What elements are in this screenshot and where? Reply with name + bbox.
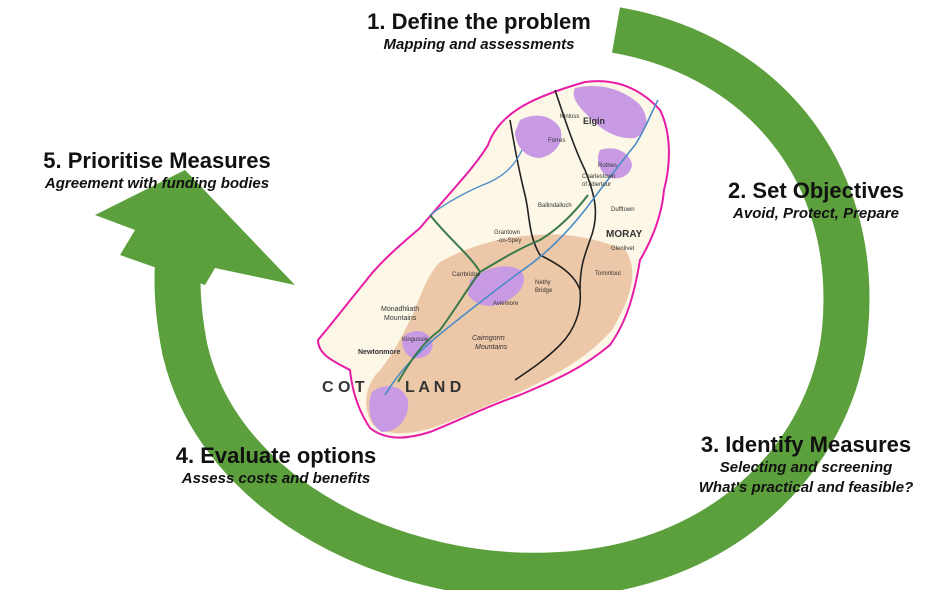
map-flood-area-south xyxy=(369,386,409,432)
step-4-title: 4. Evaluate options xyxy=(175,443,377,468)
cycle-arrow-head xyxy=(95,170,295,285)
cycle-arrow-band xyxy=(154,7,870,590)
map-road-a9 xyxy=(397,214,482,383)
map-upland-area xyxy=(366,234,633,434)
map-label-bridge: Bridge xyxy=(535,288,553,294)
map-label-kingussie: Kingussie xyxy=(402,337,429,343)
step-5-title: 5. Prioritise Measures xyxy=(43,148,271,173)
map-label-cairngorm-mountains: Mountains xyxy=(475,344,508,351)
map-label-aviemore: Aviemore xyxy=(493,301,519,307)
step-1: 1. Define the problem Mapping and assess… xyxy=(348,9,610,55)
step-4: 4. Evaluate options Assess costs and ben… xyxy=(150,443,402,489)
step-5: 5. Prioritise Measures Agreement with fu… xyxy=(12,148,302,194)
map-flood-area-kingussie xyxy=(402,330,433,359)
map-flood-area-forres xyxy=(515,115,562,158)
map-label-elgin: Elgin xyxy=(583,116,605,126)
step-3: 3. Identify Measures Selecting and scree… xyxy=(672,432,940,498)
map-label-of-aberlour: of Aberlour xyxy=(582,182,611,188)
map-label-tomintoul: Tomintoul xyxy=(595,271,621,277)
step-3-title: 3. Identify Measures xyxy=(700,432,912,457)
step-2-subtitle: Avoid, Protect, Prepare xyxy=(733,205,899,222)
map-label-moray: MORAY xyxy=(606,229,643,240)
map-label-charlestown: Charlestown xyxy=(582,174,615,180)
map-label-cairngorm: Cairngorm xyxy=(472,335,505,342)
step-5-subtitle: Agreement with funding bodies xyxy=(44,175,270,192)
map-label-ballindalloch: Ballindalloch xyxy=(538,203,572,209)
map-region-boundary xyxy=(509,119,582,381)
map-label-dufftown: Dufftown xyxy=(611,207,635,213)
map-river-spey xyxy=(384,99,659,396)
catchment-map: Elgin Kinloss Forres Rothes Charlestown … xyxy=(316,80,670,439)
map-flood-area-spey xyxy=(468,266,525,306)
map-river-findhorn xyxy=(429,149,523,216)
map-label-newtonmore: Newtonmore xyxy=(358,349,401,356)
map-label-monadhliath: Monadhliath xyxy=(381,306,419,313)
step-3-subtitle-2: What's practical and feasible? xyxy=(698,479,914,496)
map-label-rothes: Rothes xyxy=(598,163,617,169)
map-flood-area-elgin xyxy=(573,85,647,139)
map-label-mountains-west: Mountains xyxy=(384,315,417,322)
step-2: 2. Set Objectives Avoid, Protect, Prepar… xyxy=(702,178,930,224)
cycle-arrow xyxy=(95,7,870,590)
step-2-title: 2. Set Objectives xyxy=(727,178,905,203)
step-1-title: 1. Define the problem xyxy=(367,9,591,34)
step-1-subtitle: Mapping and assessments xyxy=(383,36,575,53)
map-label-glenlivet: Glenlivet xyxy=(611,246,635,252)
map-flood-area-ne xyxy=(597,148,632,179)
step-3-subtitle: Selecting and screening xyxy=(719,459,893,476)
map-label-grantown: Grantown xyxy=(494,230,520,236)
map-label-nethy: Nethy xyxy=(535,280,551,286)
map-label-carrbridge: Carrbridge xyxy=(452,272,481,278)
map-label-on-spey: -on-Spey xyxy=(497,238,521,244)
map-road-a95 xyxy=(479,194,589,273)
step-4-subtitle: Assess costs and benefits xyxy=(181,470,371,487)
map-label-scotland-right: L A N D xyxy=(405,379,461,396)
map-label-forres: Forres xyxy=(548,138,565,144)
map-label-scotland-left: C O T xyxy=(322,379,365,396)
map-label-kinloss: Kinloss xyxy=(560,114,579,120)
